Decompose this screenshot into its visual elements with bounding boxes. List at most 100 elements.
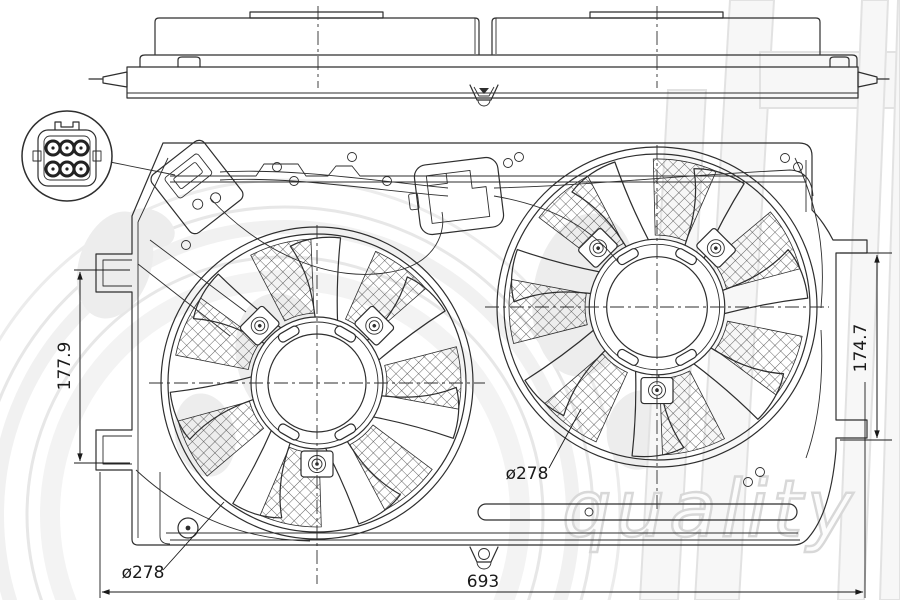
watermark-quality-text: quality [562, 465, 857, 555]
fan-blade [289, 236, 342, 325]
fan-blade [524, 327, 610, 417]
profile-left-tab [102, 71, 128, 88]
fan-hub-notch [277, 325, 300, 343]
wire-harness [209, 169, 814, 275]
profile-left-bump [177, 56, 201, 68]
fan-mount-pad [239, 305, 280, 346]
fan-blade [631, 367, 685, 458]
screw-hole [755, 467, 765, 477]
profile-bottom-bracket [469, 84, 499, 101]
fan-mount-pad [696, 228, 736, 268]
fan-blade [169, 375, 259, 441]
bottom-center-bracket [469, 546, 499, 563]
connector-pin-center [65, 146, 69, 150]
profile-plate-right [589, 11, 724, 19]
profile-base-slab [126, 66, 859, 99]
connector-pins [44, 139, 90, 178]
fan-blade [232, 426, 293, 519]
resistor-module [408, 156, 505, 236]
dimension-label-174-7: 174.7 [851, 324, 871, 373]
connector-mount-bracket [150, 139, 244, 235]
fan-screw-center [372, 323, 377, 328]
fan-hub-notch [675, 348, 697, 366]
connector-body [37, 129, 97, 187]
fan-screw-center [257, 323, 262, 328]
fan-screw-washer [365, 316, 384, 335]
screw-hole [514, 152, 524, 162]
fan-right [485, 145, 829, 512]
profile-bracket-triangle [479, 88, 489, 94]
profile-plate-left [249, 11, 384, 19]
bottom-center-bracket-hole [478, 548, 490, 560]
fan-hub-notch [617, 348, 639, 366]
fan-screw-center [714, 246, 718, 250]
fan-layer [149, 145, 829, 584]
top-profile-view [88, 6, 890, 107]
screw-hole [181, 240, 191, 250]
dimension-left-height: 177.9 [55, 269, 130, 464]
fan-blade [571, 161, 651, 252]
screw-hole [503, 158, 513, 168]
dimension-fan-right-diameter: ø278 [506, 408, 582, 484]
connector-ear-left [32, 150, 42, 162]
fan-hub-notch [334, 325, 357, 343]
bracket-hole-1 [192, 198, 204, 210]
fan-screw-head [710, 242, 722, 254]
detail-leader-line [109, 161, 176, 176]
fan-screw-center [596, 246, 600, 250]
dimension-label-177-9: 177.9 [55, 342, 75, 391]
dimension-fan-left-diameter: ø278 [122, 501, 225, 583]
profile-bracket-arc [477, 99, 491, 107]
fan-blade [369, 386, 460, 439]
profile-right-tab [857, 71, 878, 88]
fan-mount-pad [354, 305, 395, 346]
screw-hole [347, 152, 357, 162]
watermark-logo-bands [638, 0, 900, 600]
fan-hub-notch [277, 423, 300, 441]
wiring-and-modules [150, 139, 814, 275]
connector-pin-center [51, 167, 55, 171]
fan-hub-notch [617, 248, 639, 266]
fan-hub-notch [334, 423, 357, 441]
dimension-label-diam-right: ø278 [506, 464, 549, 484]
fan-blade [690, 344, 785, 420]
fan-screw-washer [706, 239, 725, 258]
fan-screw-head [254, 320, 266, 332]
connector-body-inner [43, 135, 91, 181]
connector-pin-center [51, 146, 55, 150]
fan-mesh-sector [349, 424, 433, 511]
fan-left [149, 225, 485, 584]
screw-hole [780, 153, 790, 163]
fan-screw-washer [589, 239, 608, 258]
dimension-label-diam-left: ø278 [122, 563, 165, 583]
bottom-slot [477, 503, 798, 521]
screw-hole [743, 477, 753, 487]
connector-top-tab [54, 121, 80, 132]
connector-pin-center [65, 167, 69, 171]
dimension-label-693: 693 [467, 572, 499, 592]
fan-hub-notch [675, 248, 697, 266]
connector-pin-center [79, 146, 83, 150]
connector-ear-right [92, 150, 102, 162]
fan-mesh-sector [384, 346, 462, 410]
connector-pin-center [79, 167, 83, 171]
fan-blade [363, 276, 446, 363]
profile-bottom-bracket-inner [473, 86, 495, 97]
fan-blade [323, 436, 401, 525]
module-wire-nub [408, 192, 420, 211]
bottom-center-bracket-arc [476, 561, 492, 570]
shroud-outline [95, 142, 868, 546]
fan-screw-head [368, 320, 380, 332]
mount-hole-bottom-left [177, 517, 199, 539]
profile-motor-block-left [154, 17, 480, 55]
bottom-slot-hole [584, 507, 594, 517]
dimensions: 177.9 174.7 693 ø278 ø278 [55, 252, 892, 598]
fan-screw-washer [250, 316, 269, 335]
profile-mid-tier [139, 54, 858, 68]
fan-mesh-sector [652, 158, 717, 242]
profile-right-bump [829, 56, 850, 68]
left-bracket-upper-inner [102, 259, 132, 287]
fan-mount-pad [578, 228, 618, 268]
